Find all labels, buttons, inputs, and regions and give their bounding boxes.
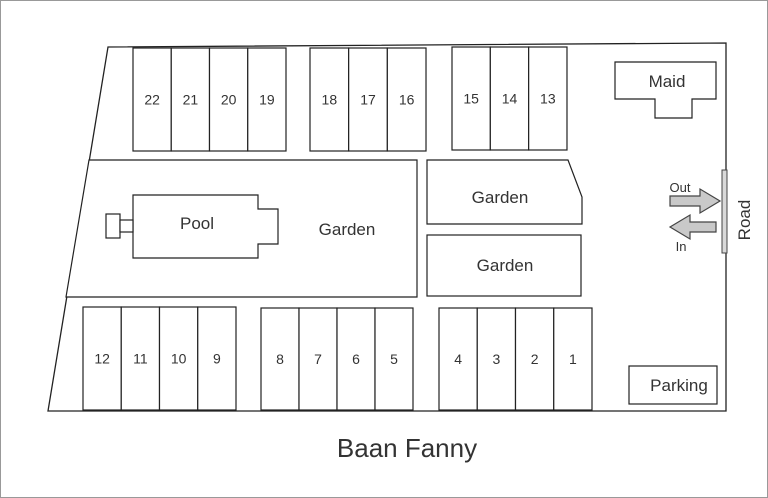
unit-19-label: 19	[259, 92, 275, 108]
unit-5	[374, 307, 414, 411]
in-label: In	[676, 239, 687, 254]
garden-upper-label: Garden	[472, 188, 529, 207]
pool	[132, 194, 279, 259]
unit-17-label: 17	[360, 92, 376, 108]
unit-13	[528, 46, 568, 151]
unit-3-label: 3	[492, 351, 500, 367]
unit-10	[158, 306, 199, 411]
unit-17	[348, 47, 388, 152]
unit-4	[438, 307, 478, 411]
unit-2-label: 2	[531, 351, 539, 367]
garden-upper-area	[426, 159, 583, 225]
garden-lower-label: Garden	[477, 256, 534, 275]
unit-13-label: 13	[540, 91, 556, 107]
unit-20	[208, 47, 249, 152]
maid-quarters	[614, 61, 717, 119]
unit-7-label: 7	[314, 351, 322, 367]
unit-4-label: 4	[454, 351, 462, 367]
unit-group-top-1: 22 21 20 19	[132, 47, 287, 152]
plan-title: Baan Fanny	[337, 433, 477, 463]
unit-9-label: 9	[213, 351, 221, 367]
pool-label: Pool	[180, 214, 214, 233]
road-entrance	[721, 169, 728, 254]
unit-16-label: 16	[399, 92, 415, 108]
unit-10-label: 10	[171, 351, 187, 367]
unit-5-label: 5	[390, 351, 398, 367]
unit-19	[247, 47, 287, 152]
out-arrow-icon	[669, 187, 722, 215]
unit-15-label: 15	[463, 91, 479, 107]
road-label: Road	[735, 200, 754, 241]
unit-11-label: 11	[133, 351, 148, 367]
unit-22	[132, 47, 172, 152]
unit-14	[489, 46, 530, 151]
unit-3	[476, 307, 517, 411]
garden-lower-area	[426, 234, 582, 297]
unit-18-label: 18	[322, 92, 338, 108]
unit-2	[514, 307, 555, 411]
unit-14-label: 14	[502, 91, 518, 107]
unit-20-label: 20	[221, 92, 237, 108]
unit-12-label: 12	[94, 351, 110, 367]
unit-group-top-3: 15 14 13	[451, 46, 568, 151]
unit-8	[260, 307, 300, 411]
garden-main-label: Garden	[319, 220, 376, 239]
parking-area	[628, 365, 718, 405]
unit-6-label: 6	[352, 351, 360, 367]
pool-connector	[119, 219, 134, 233]
unit-16	[386, 47, 427, 152]
unit-7	[298, 307, 338, 411]
unit-21-label: 21	[183, 92, 199, 108]
unit-8-label: 8	[276, 351, 284, 367]
unit-18	[309, 47, 350, 152]
parking-label: Parking	[650, 376, 708, 395]
unit-9	[197, 306, 237, 411]
unit-group-bottom-2: 8 7 6 5	[260, 307, 414, 411]
maid-label: Maid	[649, 72, 686, 91]
unit-21	[170, 47, 211, 152]
unit-group-top-2: 18 17 16	[309, 47, 427, 152]
in-arrow-icon	[668, 213, 717, 241]
unit-group-bottom-3: 4 3 2 1	[438, 307, 593, 411]
pool-equipment-box	[105, 213, 121, 239]
unit-1	[553, 307, 593, 411]
out-label: Out	[670, 180, 691, 195]
unit-12	[82, 306, 122, 411]
unit-1-label: 1	[569, 351, 577, 367]
unit-22-label: 22	[144, 92, 160, 108]
unit-group-bottom-1: 12 11 10 9	[82, 306, 237, 411]
unit-6	[336, 307, 376, 411]
